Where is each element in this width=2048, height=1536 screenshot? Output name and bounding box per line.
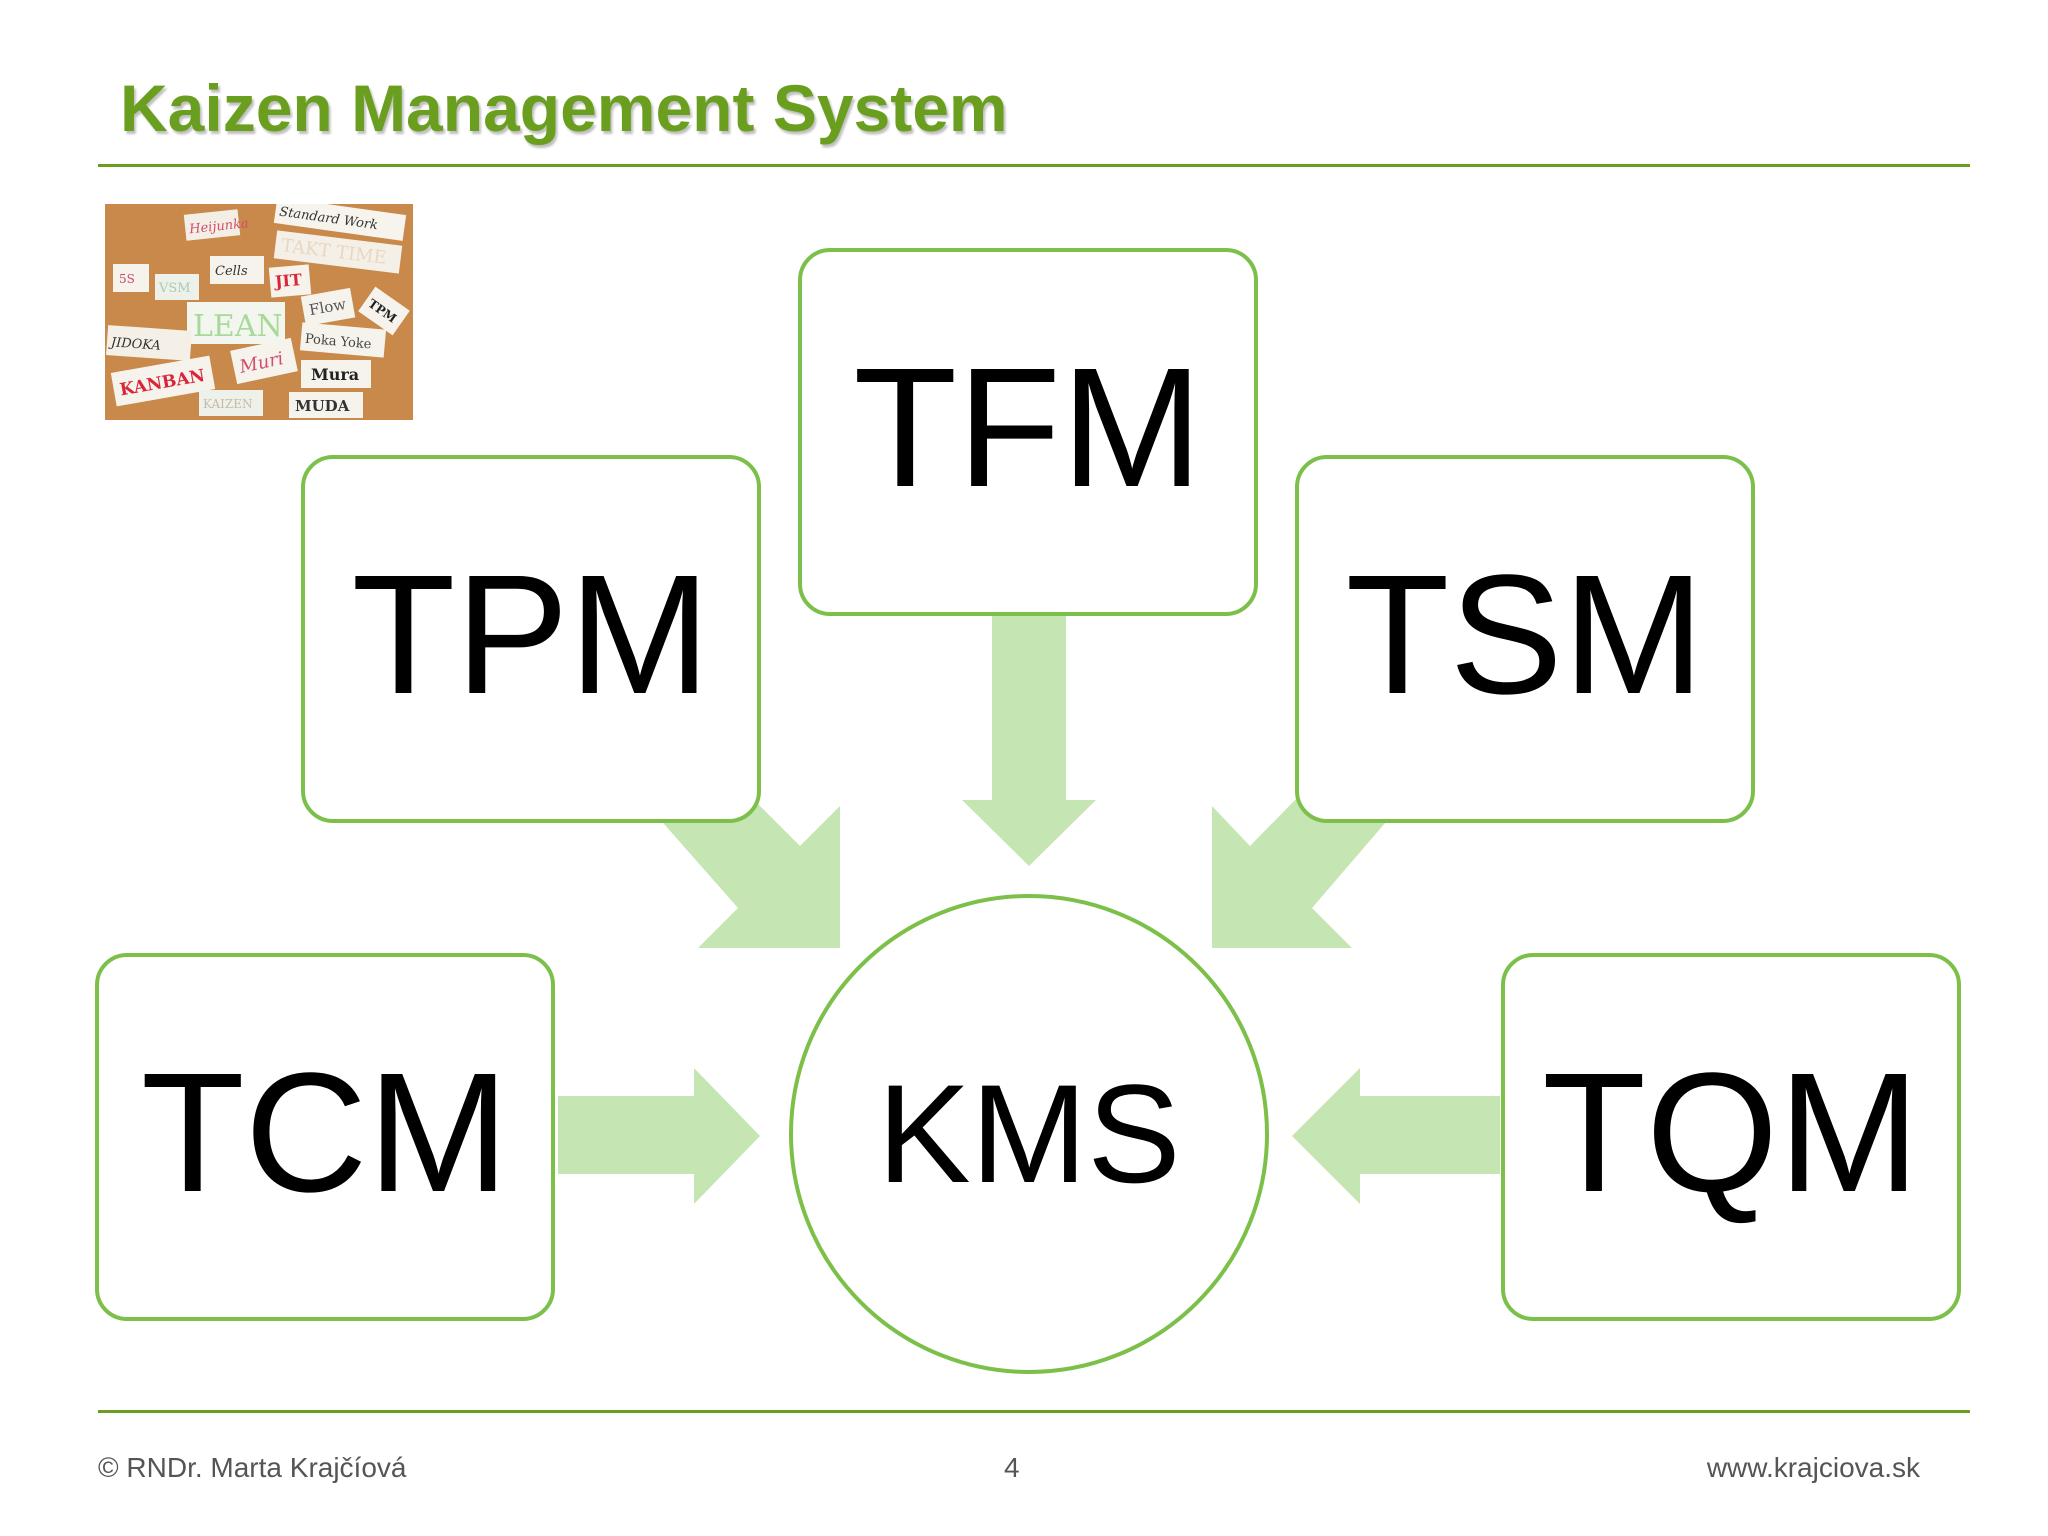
slide-title: Kaizen Management System	[120, 71, 1008, 145]
kms-circle	[789, 894, 1269, 1374]
tqm-label: TQM	[1542, 1038, 1920, 1228]
photo-word: LEAN	[193, 309, 283, 344]
photo-word: MUDA	[295, 397, 350, 415]
lean-keywords-photo: Heijunka Standard Work TAKT TIME Cells J…	[105, 204, 413, 420]
photo-word: JIDOKA	[107, 335, 161, 354]
footer-author: © RNDr. Marta Krajčíová	[98, 1452, 407, 1483]
arrow-tqm-to-kms	[1292, 1068, 1500, 1204]
tcm-box	[95, 953, 555, 1321]
tpm-box	[301, 455, 761, 823]
photo-word: KAIZEN	[203, 397, 252, 411]
photo-word: VSM	[158, 281, 191, 296]
title-divider	[98, 164, 1970, 167]
tsm-label: TSM	[1346, 540, 1705, 730]
arrow-tcm-to-kms	[558, 1068, 760, 1204]
tcm-label: TCM	[141, 1038, 509, 1228]
photo-word: Poka Yoke	[304, 332, 372, 353]
kms-label: KMS	[877, 1055, 1180, 1212]
photo-word: JIT	[272, 270, 303, 291]
photo-word: 5S	[119, 272, 135, 286]
tpm-label: TPM	[352, 540, 711, 730]
photo-word: Heijunka	[188, 216, 250, 237]
page-number: 4	[1004, 1452, 1020, 1483]
arrow-tfm-to-kms	[962, 614, 1096, 866]
tsm-box	[1295, 455, 1755, 823]
footer-divider	[98, 1410, 1970, 1413]
tfm-box	[798, 248, 1258, 616]
tfm-label: TFM	[853, 333, 1202, 523]
photo-word: Mura	[311, 365, 359, 384]
tqm-box	[1501, 953, 1961, 1321]
photo-word: Cells	[215, 264, 248, 279]
footer-website: www.krajciova.sk	[1706, 1452, 1920, 1483]
